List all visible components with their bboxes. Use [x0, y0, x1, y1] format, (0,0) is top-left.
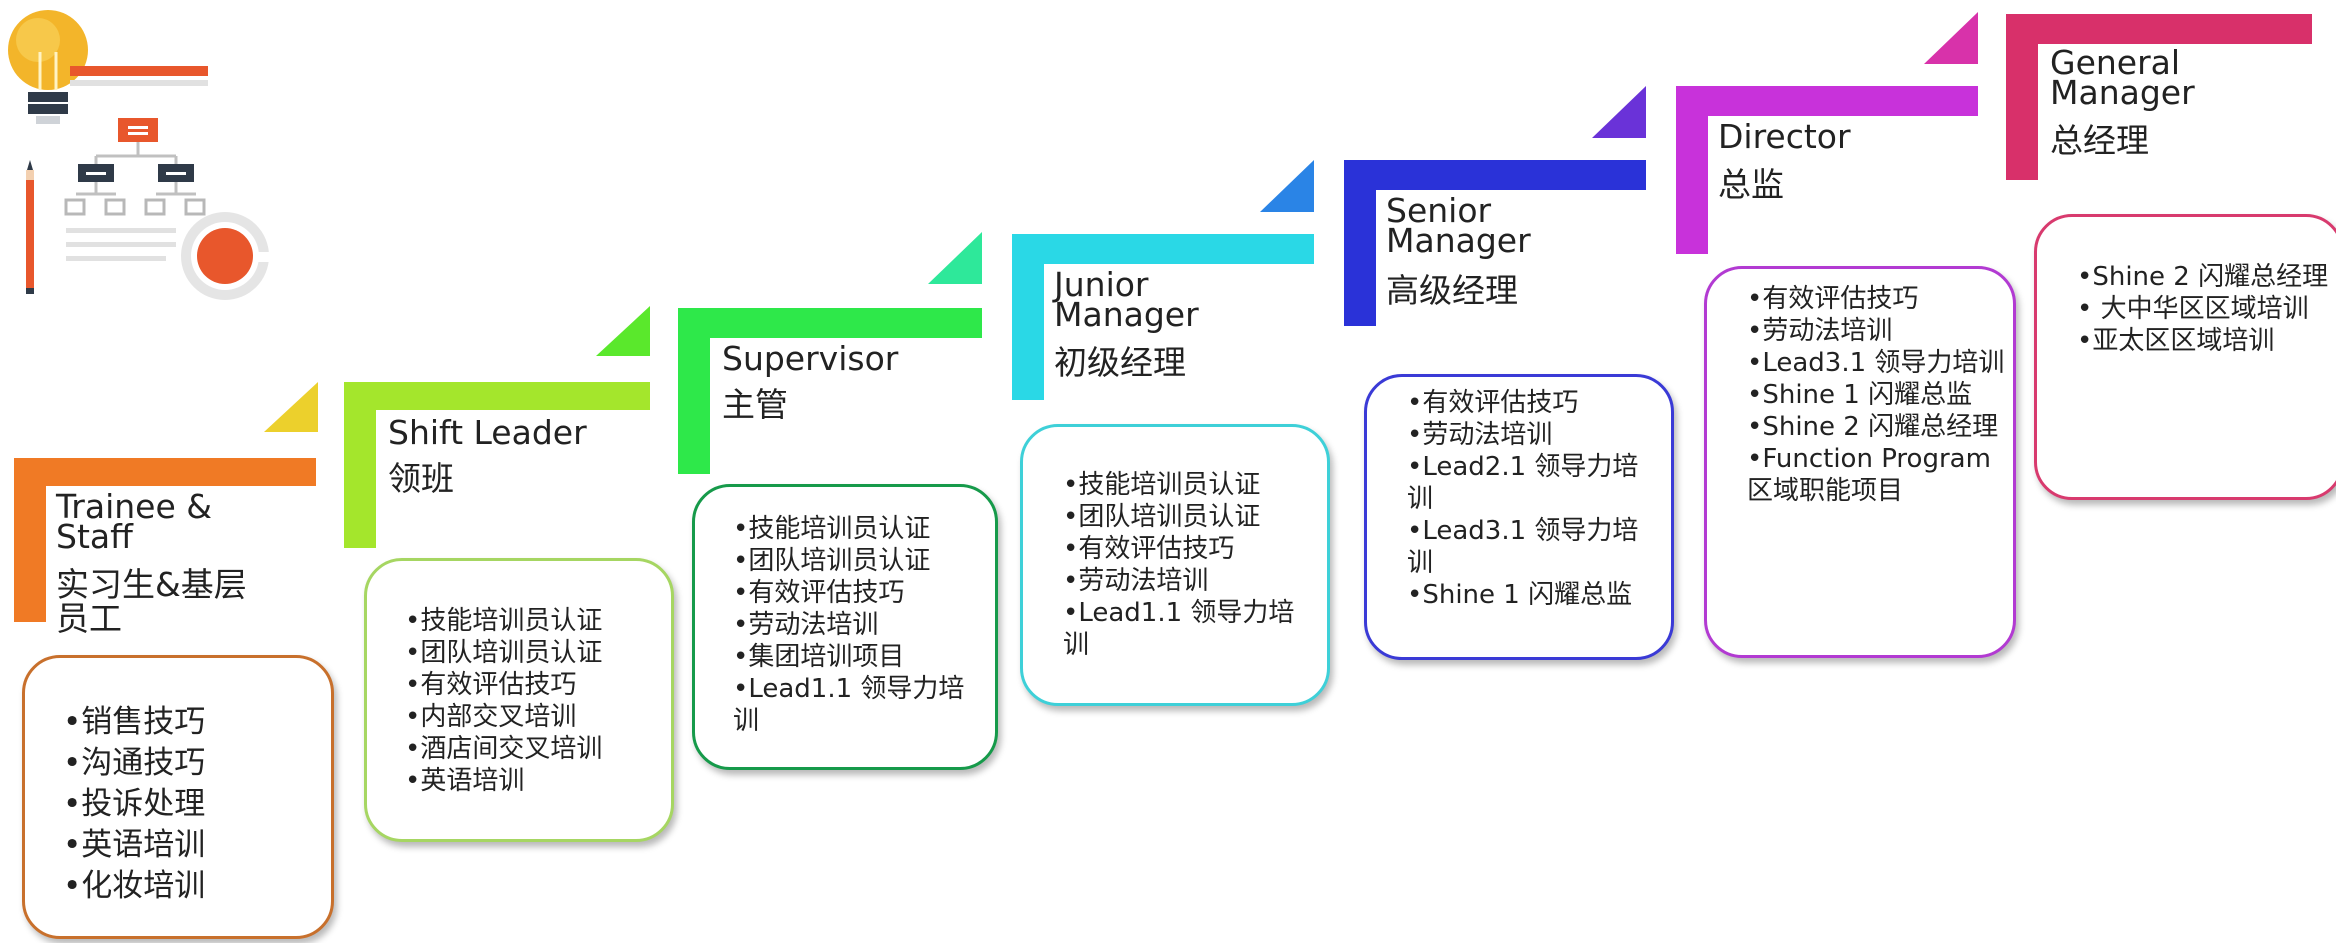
- step-bar-horizontal: [1344, 160, 1646, 190]
- training-item: Shine 1 闪耀总监: [1747, 379, 2005, 411]
- training-list: 有效评估技巧 劳动法培训 Lead3.1 领导力培训 Shine 1 闪耀总监 …: [1747, 283, 2005, 507]
- step-title-en: Trainee &Staff: [56, 487, 213, 556]
- training-item: 英语培训: [63, 825, 321, 866]
- step-bar-horizontal: [14, 458, 316, 486]
- step-bar-vertical: [2006, 14, 2038, 180]
- step-bar-vertical: [1676, 86, 1708, 254]
- training-item: 劳动法培训: [733, 609, 987, 641]
- step-bar-horizontal: [344, 382, 650, 410]
- training-item: 劳动法培训: [1407, 419, 1663, 451]
- training-item: Function Program 区域职能项目: [1747, 443, 2005, 507]
- lightbulb-icon: [8, 10, 88, 124]
- step-title-en: Supervisor: [722, 339, 899, 378]
- step-title-cn: 初级经理: [1054, 343, 1186, 382]
- training-item: 技能培训员认证: [1063, 469, 1319, 501]
- training-box: 技能培训员认证 团队培训员认证 有效评估技巧 内部交叉培训 酒店间交叉培训 英语…: [364, 558, 674, 842]
- training-list: 技能培训员认证 团队培训员认证 有效评估技巧 内部交叉培训 酒店间交叉培训 英语…: [405, 605, 663, 797]
- training-item: 有效评估技巧: [733, 577, 987, 609]
- career-illustration-icon: [8, 10, 274, 300]
- step-bar-vertical: [1012, 234, 1044, 400]
- training-list: Shine 2 闪耀总经理 大中华区区域培训 亚太区区域培训: [2077, 261, 2329, 357]
- training-item: 酒店间交叉培训: [405, 733, 663, 765]
- training-item: 劳动法培训: [1063, 565, 1319, 597]
- step-bar-horizontal: [2006, 14, 2312, 44]
- training-item: Lead1.1 领导力培训: [1063, 597, 1319, 661]
- step-bar-vertical: [1344, 160, 1376, 326]
- training-item: 技能培训员认证: [733, 513, 987, 545]
- step-title-cn: 主管: [722, 385, 788, 424]
- step-arrow-icon: [928, 232, 982, 284]
- step-arrow-icon: [1592, 86, 1646, 138]
- training-item: 团队培训员认证: [405, 637, 663, 669]
- training-item: 有效评估技巧: [1747, 283, 2005, 315]
- training-item: 英语培训: [405, 765, 663, 797]
- step-bar-horizontal: [678, 308, 982, 338]
- step-title-cn: 总经理: [2050, 121, 2149, 160]
- training-item: 化妆培训: [63, 866, 321, 907]
- training-item: 销售技巧: [63, 702, 321, 743]
- training-list: 技能培训员认证 团队培训员认证 有效评估技巧 劳动法培训 集团培训项目 Lead…: [733, 513, 987, 737]
- training-box: 销售技巧 沟通技巧 投诉处理 英语培训 化妆培训: [22, 655, 334, 939]
- training-item: 有效评估技巧: [1063, 533, 1319, 565]
- pie-chart-icon: [181, 212, 274, 300]
- step-bar-vertical: [344, 382, 376, 548]
- training-item: 有效评估技巧: [1407, 387, 1663, 419]
- training-box: 技能培训员认证 团队培训员认证 有效评估技巧 劳动法培训 集团培训项目 Lead…: [692, 484, 998, 770]
- training-box: 技能培训员认证 团队培训员认证 有效评估技巧 劳动法培训 Lead1.1 领导力…: [1020, 424, 1330, 706]
- training-box: Shine 2 闪耀总经理 大中华区区域培训 亚太区区域培训: [2034, 214, 2336, 500]
- training-item: Shine 2 闪耀总经理: [1747, 411, 2005, 443]
- training-item: 投诉处理: [63, 784, 321, 825]
- step-title-en: Shift Leader: [388, 413, 587, 452]
- step-title-cn: 总监: [1718, 165, 1784, 204]
- training-item: 劳动法培训: [1747, 315, 2005, 347]
- training-item: 团队培训员认证: [1063, 501, 1319, 533]
- training-item: 沟通技巧: [63, 743, 321, 784]
- training-item: 团队培训员认证: [733, 545, 987, 577]
- step-arrow-icon: [1924, 12, 1978, 64]
- training-box: 有效评估技巧 劳动法培训 Lead2.1 领导力培训 Lead3.1 领导力培训…: [1364, 374, 1674, 660]
- training-list: 技能培训员认证 团队培训员认证 有效评估技巧 劳动法培训 Lead1.1 领导力…: [1063, 469, 1319, 661]
- training-item: 亚太区区域培训: [2077, 325, 2329, 357]
- step-bar-horizontal: [1012, 234, 1314, 264]
- training-item: Lead2.1 领导力培训: [1407, 451, 1663, 515]
- training-item: 集团培训项目: [733, 641, 987, 673]
- training-box: 有效评估技巧 劳动法培训 Lead3.1 领导力培训 Shine 1 闪耀总监 …: [1704, 266, 2016, 658]
- step-arrow-icon: [264, 382, 318, 432]
- training-item: Lead3.1 领导力培训: [1407, 515, 1663, 579]
- training-item: Shine 2 闪耀总经理: [2077, 261, 2329, 293]
- training-list: 销售技巧 沟通技巧 投诉处理 英语培训 化妆培训: [63, 702, 321, 907]
- training-item: 内部交叉培训: [405, 701, 663, 733]
- step-bar-horizontal: [1676, 86, 1978, 116]
- training-item: Lead3.1 领导力培训: [1747, 347, 2005, 379]
- step-bar-vertical: [678, 308, 710, 474]
- org-chart-icon: [64, 118, 206, 216]
- step-title-en: Director: [1718, 117, 1851, 156]
- step-bar-vertical: [14, 458, 46, 622]
- training-item: 有效评估技巧: [405, 669, 663, 701]
- step-title-cn: 领班: [388, 459, 454, 498]
- training-list: 有效评估技巧 劳动法培训 Lead2.1 领导力培训 Lead3.1 领导力培训…: [1407, 387, 1663, 611]
- training-item: 技能培训员认证: [405, 605, 663, 637]
- training-item: Shine 1 闪耀总监: [1407, 579, 1663, 611]
- step-arrow-icon: [1260, 160, 1314, 212]
- step-arrow-icon: [596, 306, 650, 356]
- pencil-icon: [26, 160, 34, 294]
- training-item: Lead1.1 领导力培训: [733, 673, 987, 737]
- training-item: 大中华区区域培训: [2077, 293, 2329, 325]
- step-title-cn: 实习生&基层员工: [56, 565, 247, 638]
- step-title-cn: 高级经理: [1386, 271, 1518, 310]
